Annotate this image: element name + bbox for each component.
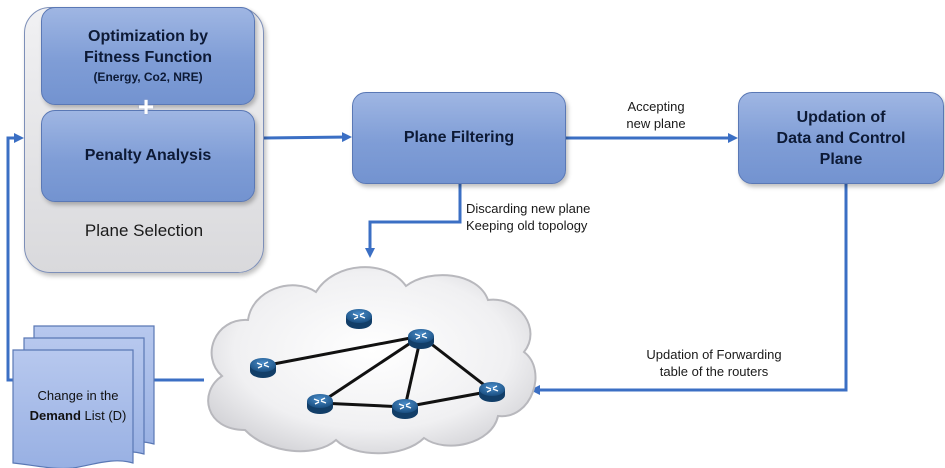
fitness-subtitle: (Energy, Co2, NRE) [93,70,203,84]
accept-label-line2: new plane [626,116,686,131]
forwarding-label-line1: Updation of Forwarding [646,347,782,362]
plane-selection-label: Plane Selection [84,221,204,240]
plane-filtering-label: Plane Filtering [403,129,515,146]
demand-label-line2: Demand List (D) [14,406,142,426]
updation-line3: Plane [819,150,863,168]
fitness-function-box: Optimization by Fitness Function (Energy… [41,7,255,105]
demand-label-bold: Demand [29,408,81,423]
arrow-selection-to-filter [263,132,352,143]
arrow-updation-to-network [530,184,848,395]
forwarding-label-line2: table of the routers [659,364,769,379]
penalty-analysis-box: Penalty Analysis [41,110,255,202]
updation-line2: Data and Control [776,129,906,147]
discard-label-line1: Discarding new plane [466,201,591,216]
discard-label-line2: Keeping old topology [466,218,588,233]
arrow-filter-to-network [365,184,462,258]
plus-icon: + [137,91,155,122]
router-icon [408,329,434,349]
forwarding-label: Updation of Forwarding table of the rout… [620,346,808,380]
router-icon [479,382,505,402]
document-stack-icon [12,325,155,468]
cloud-icon [207,266,537,455]
updation-box: Updation of Data and Control Plane [738,92,944,184]
router-icon [346,309,372,329]
discard-label: Discarding new plane Keeping old topolog… [466,200,616,234]
demand-label-rest: List (D) [80,408,127,423]
router-icon [392,399,418,419]
updation-line1: Updation of [796,108,886,126]
demand-label-line1: Change in the [37,388,119,403]
router-icon [307,394,333,414]
demand-list-label: Change in the Demand List (D) [14,386,142,426]
penalty-label: Penalty Analysis [84,147,212,164]
fitness-title-line1: Optimization by [88,28,208,45]
router-icon [250,358,276,378]
fitness-title-line2: Fitness Function [84,49,212,66]
plane-filtering-box: Plane Filtering [352,92,566,184]
accept-label-line1: Accepting [627,99,685,114]
accept-label: Accepting new plane [596,98,716,132]
